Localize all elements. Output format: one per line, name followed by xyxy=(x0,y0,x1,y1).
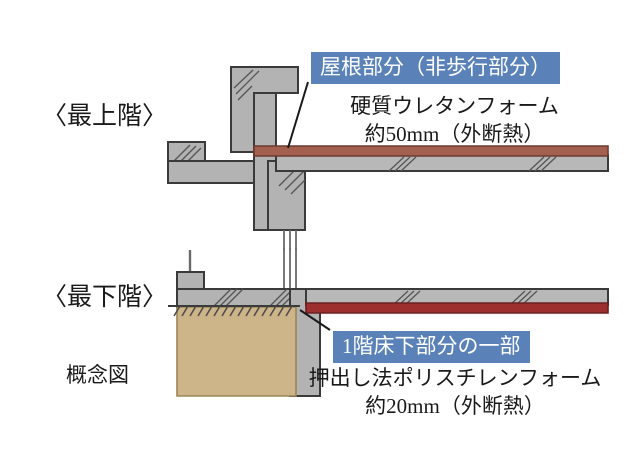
vertical-pipes-upper xyxy=(283,230,297,250)
floor-caption-line-1: 押出し法ポリスチレンフォーム xyxy=(308,366,602,390)
parapet-hatch xyxy=(233,69,260,101)
ground-hatch xyxy=(173,305,293,317)
bottom-floor-structure xyxy=(168,248,609,397)
floor-material-caption: 押出し法ポリスチレンフォーム 約20mm（外断熱） xyxy=(300,364,610,420)
floor-leader-line xyxy=(299,309,331,331)
roof-caption-line-2: 約50mm（外断熱） xyxy=(364,122,545,146)
bottom-floor-label: 〈最下階〉 xyxy=(42,284,168,311)
floor-section-tag: 1階床下部分の一部 xyxy=(333,331,530,363)
roof-caption-line-1: 硬質ウレタンフォーム xyxy=(350,94,559,118)
roof-material-caption: 硬質ウレタンフォーム 約50mm（外断熱） xyxy=(322,92,587,148)
roof-slab-hatch xyxy=(388,156,557,172)
top-floor-label: 〈最上階〉 xyxy=(42,103,168,130)
roof-section-tag: 屋根部分（非歩行部分） xyxy=(311,52,560,84)
roof-leader-line xyxy=(287,81,309,149)
vertical-pipes-lower xyxy=(283,248,297,292)
top-floor-structure xyxy=(167,66,609,250)
roof-slab xyxy=(275,154,609,172)
floor-caption-line-2: 約20mm（外断熱） xyxy=(365,394,545,418)
roof-insulation-layer xyxy=(253,145,609,157)
floor-insulation-layer xyxy=(305,302,609,314)
concept-diagram-label: 概念図 xyxy=(66,363,129,387)
soil-mass xyxy=(176,306,297,397)
